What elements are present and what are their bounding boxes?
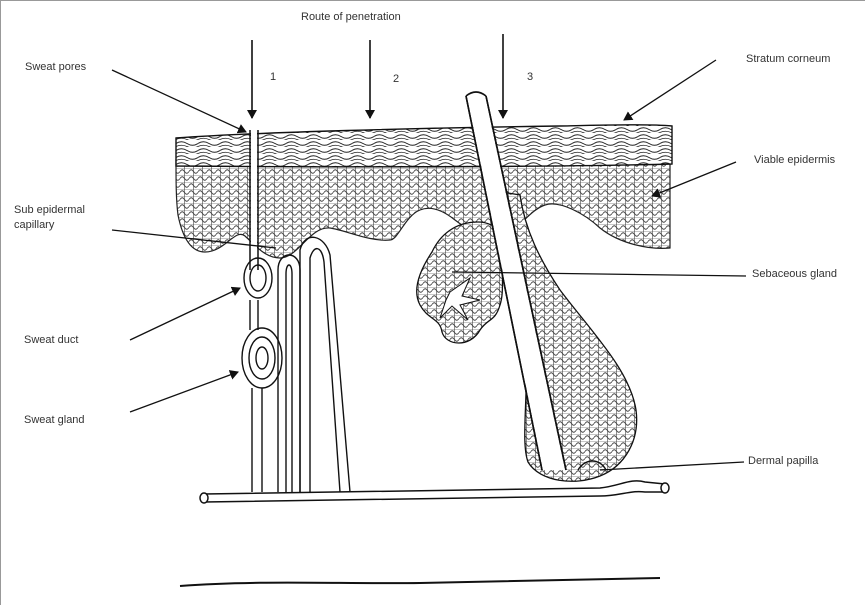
stratum-corneum-pointer — [624, 60, 716, 120]
route-1-label: 1 — [270, 70, 276, 84]
capillary-loops — [278, 237, 350, 492]
dermal-papilla-label: Dermal papilla — [748, 454, 818, 468]
route-of-penetration-title: Route of penetration — [301, 10, 401, 24]
dermal-papilla-pointer — [600, 462, 744, 470]
route-2-label: 2 — [393, 72, 399, 86]
viable-epidermis-label: Viable epidermis — [754, 153, 835, 167]
sweat-pores-pointer — [112, 70, 246, 132]
sweat-duct-label: Sweat duct — [24, 333, 78, 347]
sweat-gland-coils — [242, 258, 282, 492]
dermal-vessel — [200, 481, 669, 503]
stratum-corneum-label: Stratum corneum — [746, 52, 830, 66]
capillary-label: capillary — [14, 218, 54, 232]
route-3-label: 3 — [527, 70, 533, 84]
sweat-duct-pointer — [130, 288, 240, 340]
sub-epidermal-label: Sub epidermal — [14, 203, 85, 217]
sebaceous-gland-label: Sebaceous gland — [752, 267, 837, 281]
sweat-gland-pointer — [130, 372, 238, 412]
sweat-pores-label: Sweat pores — [25, 60, 86, 74]
lower-boundary-line — [180, 578, 660, 586]
sweat-gland-label: Sweat gland — [24, 413, 85, 427]
sebaceous-gland-lobule — [417, 222, 506, 343]
